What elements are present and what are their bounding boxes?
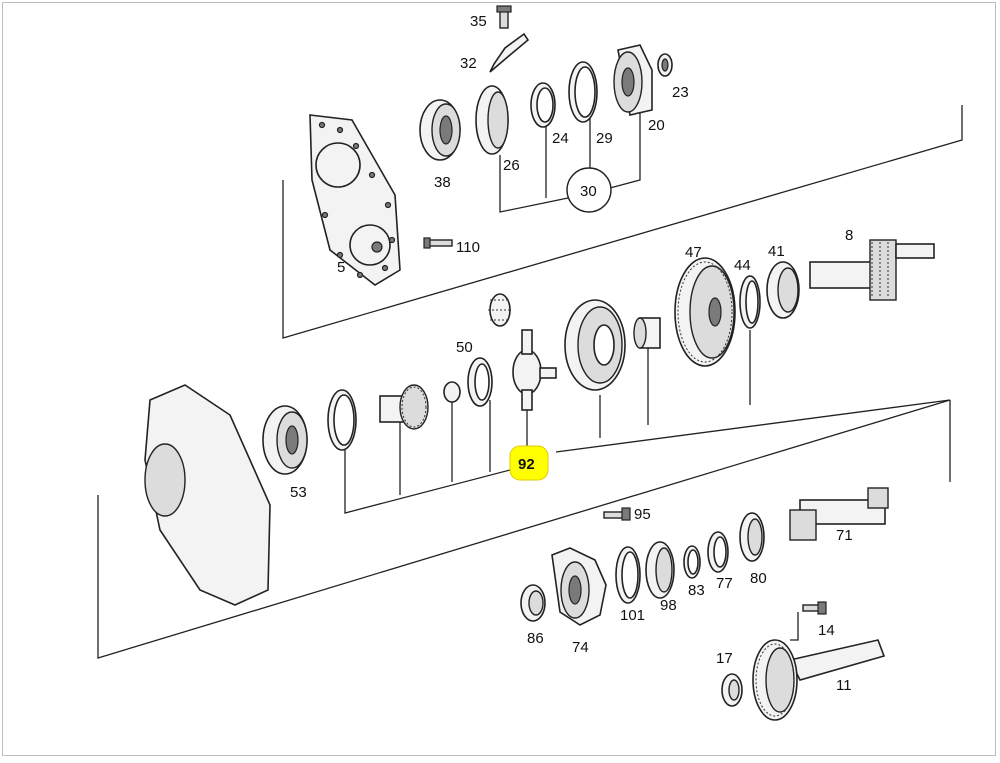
callout-30-circle: [566, 167, 612, 213]
label-77: 77: [716, 575, 733, 592]
bearing-53: [262, 405, 308, 475]
bolt-110: [423, 237, 453, 249]
label-101: 101: [620, 607, 645, 624]
label-86: 86: [527, 630, 544, 647]
bearing-80: [739, 512, 765, 562]
label-53: 53: [290, 484, 307, 501]
label-110: 110: [456, 239, 480, 256]
label-30: 30: [580, 183, 597, 200]
ring-44: [739, 275, 761, 329]
bracket-32: [489, 32, 530, 73]
bolt-35: [496, 5, 512, 29]
leader-26-30: [499, 155, 569, 213]
ring-bracket: [327, 389, 357, 451]
label-24: 24: [552, 130, 569, 147]
pinion-gear: [379, 384, 429, 430]
label-17: 17: [716, 650, 733, 667]
label-26: 26: [503, 157, 520, 174]
bracket-92-left: [344, 420, 511, 514]
bracket-92-line: [555, 399, 951, 453]
leader-20-30: [609, 110, 641, 189]
ring-77: [707, 531, 729, 573]
label-41: 41: [768, 243, 785, 260]
label-11: 11: [836, 677, 852, 694]
label-44: 44: [734, 257, 751, 274]
label-47: 47: [685, 244, 702, 261]
lower-assembly-bracket: [97, 399, 951, 659]
label-80: 80: [750, 570, 767, 587]
label-98: 98: [660, 597, 677, 614]
bearing-41: [766, 261, 800, 319]
flange-74: [551, 547, 607, 626]
seal-26: [475, 85, 509, 155]
label-29: 29: [596, 130, 613, 147]
label-20: 20: [648, 117, 665, 134]
bearing-38: [419, 99, 461, 161]
label-50: 50: [456, 339, 473, 356]
shaft-8: [809, 239, 935, 301]
spacer: [443, 381, 461, 403]
label-83: 83: [688, 582, 705, 599]
label-95: 95: [634, 506, 651, 523]
seal-86: [520, 584, 546, 622]
label-5: 5: [337, 259, 345, 276]
bolt-14: [790, 601, 827, 641]
bearing-98: [645, 541, 675, 599]
seal-17: [721, 673, 743, 707]
label-35: 35: [470, 13, 487, 30]
label-92: 92: [518, 456, 535, 473]
bushing: [633, 317, 661, 349]
ring-29: [568, 61, 598, 123]
seal-23: [657, 53, 673, 77]
shaft-11: [752, 639, 886, 721]
gear-47: [674, 257, 736, 367]
label-74: 74: [572, 639, 589, 656]
highlight-92: [509, 445, 549, 481]
flange-20: [613, 44, 653, 116]
label-32: 32: [460, 55, 477, 72]
shaft-71: [789, 487, 889, 541]
label-71: 71: [836, 527, 853, 544]
label-8: 8: [845, 227, 853, 244]
spider-cross: [512, 329, 557, 411]
ring-24: [530, 82, 556, 128]
washer-50: [467, 357, 493, 407]
cover-plate-5: [309, 114, 401, 286]
spider-pinion: [488, 293, 512, 327]
housing-cover: [144, 384, 271, 606]
bolt-95: [603, 507, 631, 521]
label-23: 23: [672, 84, 689, 101]
upper-assembly-bracket: [282, 105, 963, 339]
ring-83: [683, 545, 701, 579]
differential-cage: [564, 299, 626, 391]
label-38: 38: [434, 174, 451, 191]
ring-101: [615, 546, 641, 604]
label-14: 14: [818, 622, 835, 639]
